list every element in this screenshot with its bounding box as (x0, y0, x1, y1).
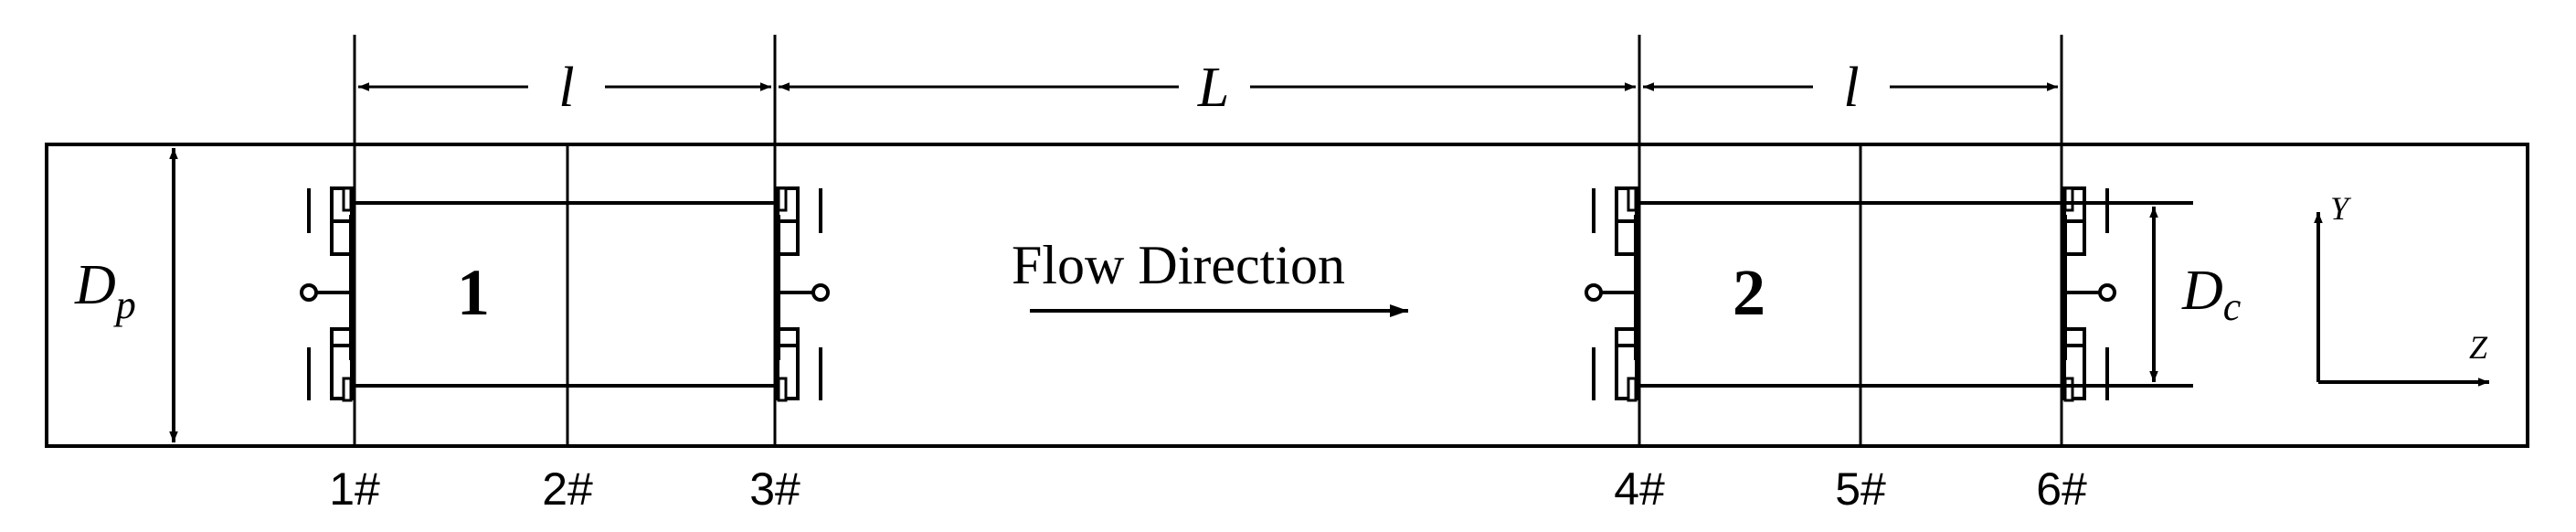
capsule-1-front-wheel-assembly (302, 188, 352, 400)
capsule-label-1: 1 (457, 256, 490, 329)
flow-direction-label: Flow Direction (1012, 235, 1345, 295)
section-label-4: 4# (1614, 463, 1665, 515)
dimension-Dp: Dp (74, 148, 178, 442)
dimension-l-2: l (1643, 57, 2058, 119)
section-label-6: 6# (2036, 463, 2087, 515)
capsule-1-rear-wheel-assembly (778, 188, 828, 400)
capsule-1 (302, 188, 828, 400)
dimension-Dc-label: Dc (2181, 260, 2242, 329)
z-axis-label: Z (2469, 329, 2488, 366)
dimension-Dp-label: Dp (74, 254, 136, 327)
capsule-2-front-wheel-assembly (1586, 188, 1637, 400)
dimension-L: L (779, 57, 1636, 119)
dimension-L-label: L (1197, 57, 1229, 119)
capsule-2-rear-wheel-assembly (2064, 188, 2115, 400)
dimension-l-1: l (358, 57, 771, 119)
section-labels: 1# 2# 3# 4# 5# 6# (329, 463, 2087, 515)
capsule-2 (1586, 188, 2115, 400)
section-label-1: 1# (329, 463, 380, 515)
section-label-3: 3# (749, 463, 800, 515)
section-label-2: 2# (542, 463, 593, 515)
y-axis-label: Y (2330, 190, 2352, 227)
flow-direction: Flow Direction (1012, 235, 1408, 317)
dimension-l-1-label: l (558, 57, 574, 119)
pipe-outline (45, 143, 2529, 448)
coordinate-axes: Y Z (2314, 190, 2489, 387)
capsule-label-2: 2 (1733, 256, 1765, 329)
dimension-Dc: Dc (2062, 201, 2242, 388)
dimension-l-2-label: l (1843, 57, 1859, 119)
section-label-5: 5# (1835, 463, 1886, 515)
